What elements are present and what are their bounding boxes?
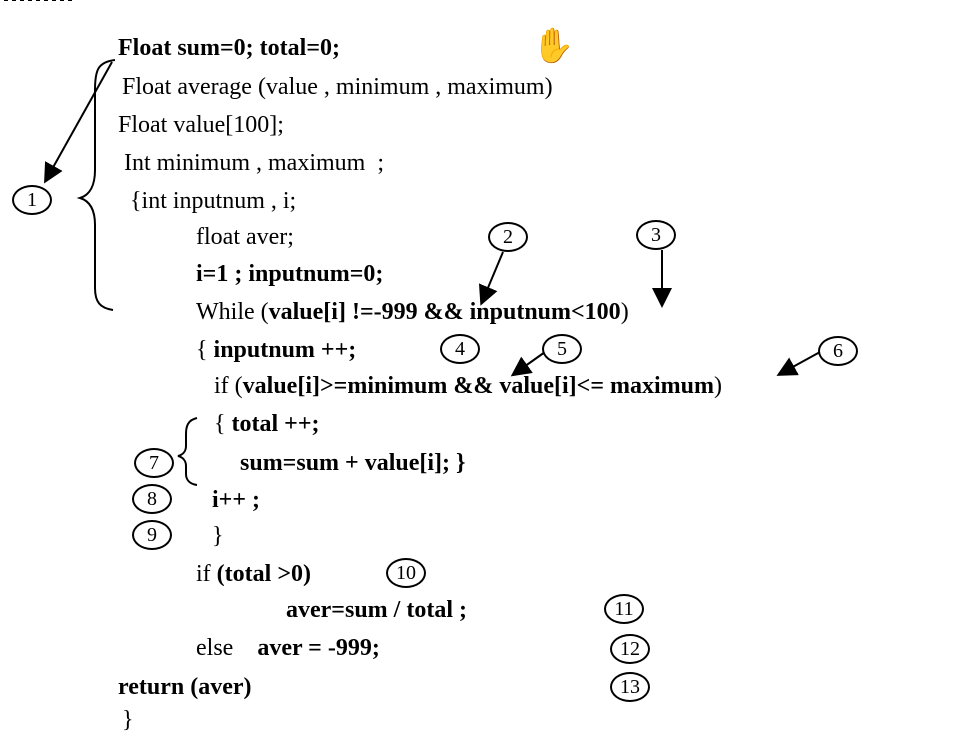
- code-line-17: else aver = -999;: [196, 636, 380, 660]
- code-line-9: { inputnum ++;: [196, 338, 356, 362]
- code-line-7: i=1 ; inputnum=0;: [196, 261, 384, 287]
- code-line-11: { total ++;: [214, 412, 320, 436]
- marker-2: 2: [488, 222, 528, 252]
- while-keyword: While (: [196, 299, 269, 325]
- marker-5: 5: [542, 334, 582, 364]
- hand-cursor-icon: ✋: [532, 26, 575, 66]
- brace-marker-7: [177, 417, 198, 486]
- code-line-12: sum=sum + value[i]; }: [240, 450, 466, 476]
- brace-open-2: {: [214, 411, 232, 437]
- code-line-14: }: [212, 523, 224, 549]
- inputnum-increment: inputnum ++;: [213, 337, 357, 363]
- marker-12: 12: [610, 634, 650, 664]
- code-line-5: {int inputnum , i;: [130, 188, 297, 214]
- marker-8: 8: [132, 484, 172, 514]
- marker-6: 6: [818, 336, 858, 366]
- if-total-keyword: if: [196, 561, 217, 587]
- while-condition-a: value[i] !=-999 &&: [268, 299, 470, 325]
- arrow-marker-6: [776, 351, 821, 376]
- marker-10: 10: [386, 558, 426, 588]
- marker-9: 9: [132, 520, 172, 550]
- marker-11: 11: [604, 594, 644, 624]
- code-line-6: float aver;: [196, 224, 294, 250]
- code-line-1: Float sum=0; total=0;: [118, 35, 340, 61]
- brace-open: {: [196, 337, 214, 363]
- code-line-2: Float average (value , minimum , maximum…: [122, 74, 553, 100]
- if-keyword: if (: [214, 373, 243, 399]
- marker-13: 13: [610, 672, 650, 702]
- if-range-condition: value[i]>=minimum && value[i]<= maximum: [242, 373, 714, 399]
- code-line-13: i++ ;: [212, 487, 261, 513]
- code-line-10: if (value[i]>=minimum && value[i]<= maxi…: [214, 374, 722, 398]
- code-line-19: }: [122, 707, 134, 733]
- else-keyword: else: [196, 635, 258, 661]
- code-line-3: Float value[100];: [118, 112, 284, 138]
- code-line-18: return (aver): [118, 674, 252, 700]
- arrow-marker-1: [44, 61, 113, 184]
- if-close-paren: ): [713, 373, 722, 399]
- while-close-paren: ): [620, 299, 629, 325]
- code-line-8: While (value[i] !=-999 && inputnum<100): [196, 300, 629, 324]
- marker-7: 7: [134, 448, 174, 478]
- arrow-marker-2: [478, 251, 504, 306]
- code-line-4: Int minimum , maximum ;: [124, 150, 384, 176]
- if-total-condition: (total >0): [216, 561, 311, 587]
- code-line-15: if (total >0): [196, 562, 311, 586]
- marker-4: 4: [440, 334, 480, 364]
- else-assignment: aver = -999;: [257, 635, 380, 661]
- brace-marker-1: [76, 59, 116, 311]
- marker-3: 3: [636, 220, 676, 250]
- arrow-marker-5: [510, 351, 546, 377]
- marker-1: 1: [12, 185, 52, 215]
- code-line-16: aver=sum / total ;: [286, 597, 467, 623]
- total-increment: total ++;: [231, 411, 320, 437]
